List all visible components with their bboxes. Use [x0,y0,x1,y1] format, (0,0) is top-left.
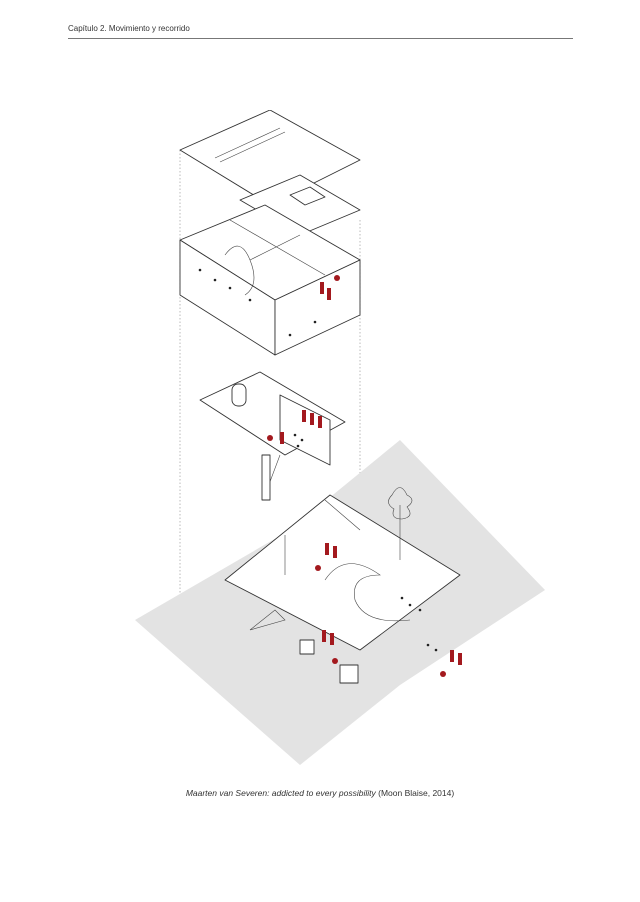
tree-drawing [388,487,413,560]
middle-floor [199,371,346,501]
exploded-axonometric-figure [130,109,550,770]
caption-source: (Moon Blaise, 2014) [375,788,455,798]
header-rule [68,38,573,39]
caption-title: Maarten van Severen: addicted to every p… [185,788,376,798]
upper-floor [179,204,361,356]
axonometric-drawing [135,109,545,765]
figure-caption: Maarten van Severen: addicted to every p… [0,788,640,798]
ground-floor [224,494,462,684]
roof-level [179,109,361,236]
running-header: Capítulo 2. Movimiento y recorrido [68,24,190,33]
